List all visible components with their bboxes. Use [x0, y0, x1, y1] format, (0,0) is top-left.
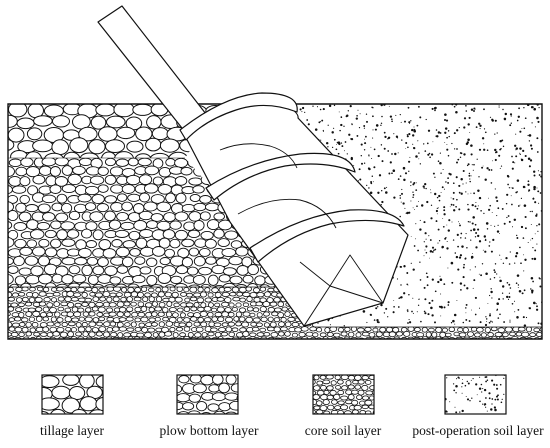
legend-label-plow-bottom: plow bottom layer [159, 423, 259, 438]
auger-spiral-icon [97, 5, 409, 327]
legend-swatches [41, 374, 507, 415]
auger-lower-flight [249, 209, 405, 263]
auger-tip-facet-2 [299, 261, 331, 287]
auger-middle-flight [205, 152, 356, 201]
legend-label-core-soil: core soil layer [304, 423, 382, 438]
auger-inner-curve-2 [237, 198, 337, 229]
legend-swatch-post-operation [445, 375, 506, 414]
legend-label-post-operation: post-operation soil layer [412, 423, 544, 438]
auger-tip-facet [329, 254, 384, 304]
auger-inner-curve-1 [219, 143, 298, 169]
legend-swatch-core-soil [313, 375, 374, 414]
legend-swatch-tillage [42, 375, 103, 414]
soil-block-outline [7, 103, 543, 340]
legend-label-tillage: tillage layer [39, 423, 105, 438]
auger-top-flight [179, 92, 298, 141]
